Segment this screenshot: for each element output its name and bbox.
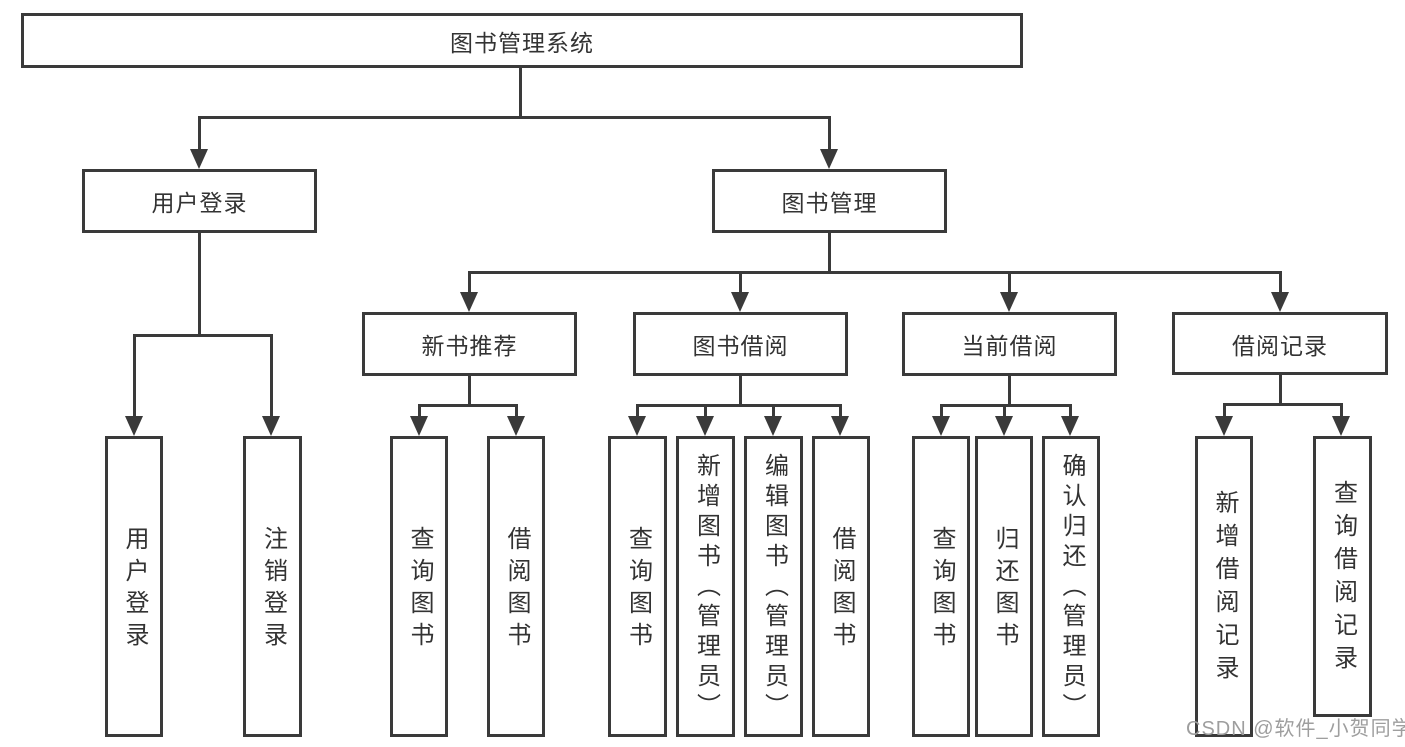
connector-line	[739, 376, 742, 407]
leaf-label: 查询图书	[406, 525, 433, 654]
arrow-down-icon	[831, 416, 849, 436]
arrow-down-icon	[410, 416, 428, 436]
connector-line	[1008, 376, 1011, 407]
arrow-down-icon	[262, 416, 280, 436]
leaf-confirm-return-admin: 确认归还（管理员）	[1042, 436, 1100, 737]
arrow-down-icon	[731, 292, 749, 312]
connector-line	[828, 116, 831, 151]
connector-line	[739, 271, 742, 295]
arrow-down-icon	[995, 416, 1013, 436]
connector-line	[270, 334, 273, 418]
connector-line	[1069, 404, 1072, 418]
arrow-down-icon	[696, 416, 714, 436]
leaf-logout: 注销登录	[243, 436, 302, 737]
connector-line	[940, 404, 1072, 407]
connector-line	[1008, 271, 1011, 295]
arrow-down-icon	[1332, 416, 1350, 436]
connector-line	[468, 271, 1282, 274]
leaf-query-books-recommend: 查询图书	[390, 436, 448, 737]
connector-line	[133, 334, 136, 418]
connector-line	[704, 404, 707, 418]
leaf-query-books-current: 查询图书	[912, 436, 970, 737]
connector-line	[133, 334, 273, 337]
node-root-library-system: 图书管理系统	[21, 13, 1023, 68]
node-label: 借阅记录	[1232, 332, 1328, 359]
leaf-label: 归还图书	[991, 525, 1018, 654]
connector-line	[1279, 271, 1282, 295]
leaf-query-borrow-record: 查询借阅记录	[1313, 436, 1372, 717]
leaf-label: 查询图书	[928, 525, 955, 654]
node-label: 用户登录	[151, 190, 248, 216]
leaf-label: 借阅图书	[503, 525, 530, 654]
connector-line	[1223, 403, 1226, 418]
leaf-label: 用户登录	[121, 525, 148, 654]
arrow-down-icon	[460, 292, 478, 312]
leaf-borrow-books: 借阅图书	[812, 436, 870, 737]
leaf-add-borrow-record: 新增借阅记录	[1195, 436, 1253, 737]
leaf-label: 确认归还（管理员）	[1058, 453, 1085, 723]
connector-line	[839, 404, 842, 418]
leaf-edit-book-admin: 编辑图书（管理员）	[744, 436, 803, 737]
node-label: 图书借阅	[692, 333, 789, 359]
arrow-down-icon	[820, 149, 838, 169]
leaf-label: 查询图书	[624, 525, 652, 654]
connector-line	[198, 116, 831, 119]
node-new-book-recommendation: 新书推荐	[362, 312, 577, 376]
node-label: 新书推荐	[421, 333, 518, 359]
arrow-down-icon	[507, 416, 525, 436]
node-user-login: 用户登录	[82, 169, 317, 233]
node-borrowing-records: 借阅记录	[1172, 312, 1388, 375]
leaf-label: 新增图书（管理员）	[692, 453, 720, 723]
connector-line	[828, 233, 831, 273]
connector-line	[418, 404, 518, 407]
leaf-return-book: 归还图书	[975, 436, 1033, 737]
connector-line	[519, 68, 522, 119]
connector-line	[1223, 403, 1343, 406]
node-label: 图书管理	[781, 190, 878, 216]
connector-line	[940, 404, 943, 418]
arrow-down-icon	[1061, 416, 1079, 436]
arrow-down-icon	[1215, 416, 1233, 436]
node-book-borrowing: 图书借阅	[633, 312, 848, 376]
leaf-borrow-books-recommend: 借阅图书	[487, 436, 545, 737]
connector-line	[468, 271, 471, 295]
node-current-borrowing: 当前借阅	[902, 312, 1117, 376]
leaf-label: 借阅图书	[828, 525, 855, 654]
leaf-label: 注销登录	[259, 525, 287, 654]
connector-line	[515, 404, 518, 418]
connector-line	[1340, 403, 1343, 418]
arrow-down-icon	[1271, 292, 1289, 312]
leaf-query-books-borrow: 查询图书	[608, 436, 667, 737]
arrow-down-icon	[190, 149, 208, 169]
node-label: 图书管理系统	[450, 29, 594, 56]
arrow-down-icon	[764, 416, 782, 436]
node-book-management: 图书管理	[712, 169, 947, 233]
arrow-down-icon	[932, 416, 950, 436]
connector-line	[772, 404, 775, 418]
leaf-add-book-admin: 新增图书（管理员）	[676, 436, 735, 737]
connector-line	[636, 404, 639, 418]
connector-line	[1279, 375, 1282, 406]
leaf-user-login: 用户登录	[105, 436, 163, 737]
leaf-label: 新增借阅记录	[1211, 489, 1238, 688]
watermark: CSDN @软件_小贺同学	[1186, 718, 1405, 740]
leaf-label: 查询借阅记录	[1329, 479, 1357, 678]
leaf-label: 编辑图书（管理员）	[760, 453, 788, 723]
connector-line	[636, 404, 842, 407]
connector-line	[198, 116, 201, 151]
connector-line	[198, 233, 201, 337]
arrow-down-icon	[125, 416, 143, 436]
node-label: 当前借阅	[961, 333, 1058, 359]
connector-line	[468, 376, 471, 407]
arrow-down-icon	[1000, 292, 1018, 312]
connector-line	[1003, 404, 1006, 418]
connector-line	[418, 404, 421, 418]
arrow-down-icon	[628, 416, 646, 436]
